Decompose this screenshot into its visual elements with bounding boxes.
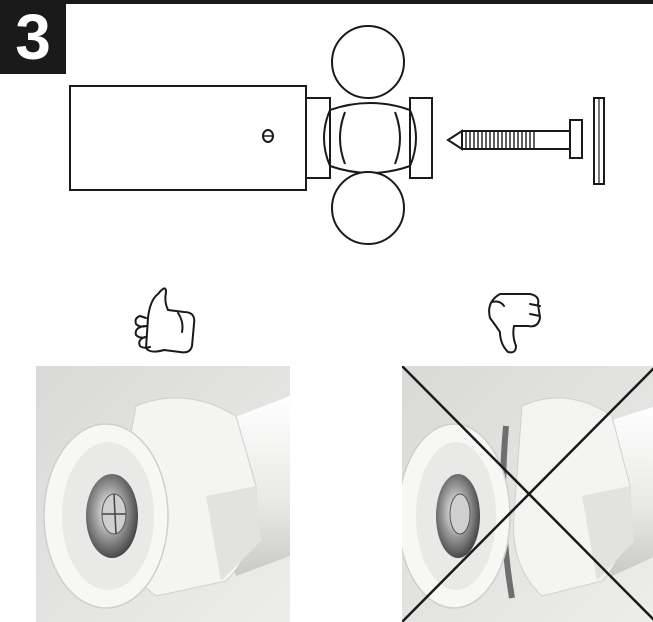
hub-left-inner	[339, 111, 346, 165]
correct-assembly-photo	[36, 366, 290, 622]
right-plate	[409, 97, 433, 179]
hub-right-face	[409, 109, 417, 167]
top-rule	[0, 0, 653, 4]
incorrect-assembly-photo	[402, 366, 653, 622]
thumbs-up-icon	[134, 287, 196, 354]
thumbs-down-icon	[488, 293, 541, 354]
handle-body	[69, 85, 307, 191]
hub-outline	[329, 102, 411, 174]
left-plate	[305, 97, 331, 179]
hub-left-face	[323, 109, 331, 167]
handle-hole-icon	[262, 129, 274, 143]
cross-out-icon	[402, 366, 653, 622]
upper-roller	[331, 25, 405, 99]
step-number-badge: 3	[0, 0, 66, 74]
screw-icon	[446, 119, 583, 159]
wall-bracket	[593, 97, 605, 185]
lower-roller	[331, 171, 405, 245]
hub-right-inner	[394, 111, 401, 165]
